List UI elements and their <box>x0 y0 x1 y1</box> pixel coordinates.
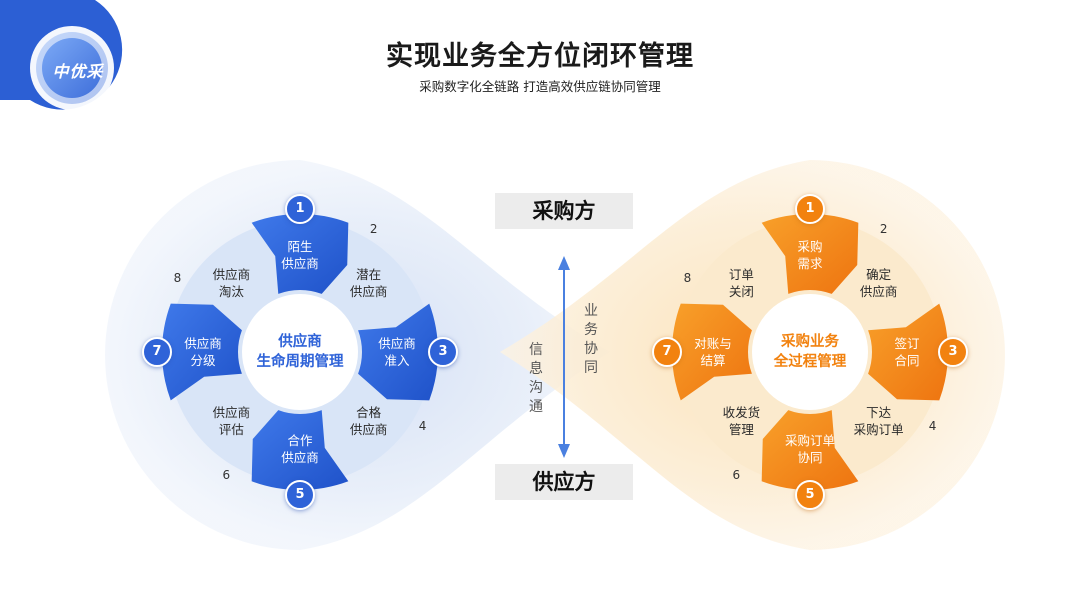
logo: 中优采 <box>0 0 130 120</box>
stage-label-7: 供应商 分级 <box>184 336 222 368</box>
vertical-char: 务 <box>584 322 598 338</box>
vertical-char: 通 <box>529 399 543 415</box>
cycle-center-disk <box>242 294 358 410</box>
cycle-segment-1 <box>761 214 859 294</box>
cycle-segment-3 <box>868 303 948 401</box>
cycle-center-label: 采购业务 全过程管理 <box>773 334 847 370</box>
stage-label-2: 确定 供应商 <box>859 267 898 300</box>
stage-label-2: 潜在 供应商 <box>349 267 388 300</box>
logo-mark-icon <box>0 0 123 110</box>
stage-number-6: 6 <box>222 467 231 482</box>
right-cycle <box>672 214 948 491</box>
buyer-role-box: 采购方 <box>495 193 633 229</box>
stage-label-3: 签订 合同 <box>894 336 920 368</box>
stage-badge-1: 1 <box>795 194 825 224</box>
stage-label-8: 订单 关闭 <box>728 267 754 300</box>
vertical-char: 沟 <box>529 380 543 396</box>
stage-number-2: 2 <box>879 222 888 237</box>
stage-label-6: 供应商 评估 <box>212 404 251 437</box>
stage-number-2: 2 <box>369 222 378 237</box>
stage-badge-5: 5 <box>285 480 315 510</box>
stage-label-8: 供应商 淘汰 <box>212 267 251 300</box>
stage-badge-7: 7 <box>652 337 682 367</box>
stage-number-6: 6 <box>732 467 741 482</box>
stage-label-5: 合作 供应商 <box>281 433 319 465</box>
stage-label-5: 采购订单 协同 <box>784 433 836 465</box>
vertical-char: 业 <box>584 303 598 319</box>
stage-badge-1: 1 <box>285 194 315 224</box>
stage-label-4: 下达 采购订单 <box>853 404 904 437</box>
stage-number-8: 8 <box>683 271 692 286</box>
page-subtitle: 采购数字化全链路 打造高效供应链协同管理 <box>419 79 661 94</box>
stage-number-4: 4 <box>418 418 427 433</box>
two-way-arrow <box>558 256 570 458</box>
cycle-segment-7 <box>162 303 242 401</box>
cycle-segment-7 <box>672 303 752 401</box>
vertical-char: 同 <box>584 360 598 376</box>
stage-label-7: 对账与 结算 <box>694 336 732 368</box>
stage-badge-7: 7 <box>142 337 172 367</box>
cycle-segment-3 <box>358 303 438 401</box>
stage-label-1: 采购 需求 <box>797 239 823 271</box>
stage-label-4: 合格 供应商 <box>349 404 388 437</box>
cycle-segment-1 <box>251 214 349 294</box>
stage-badge-3: 3 <box>938 337 968 367</box>
cycle-segment-5 <box>761 410 859 491</box>
stage-badge-3: 3 <box>428 337 458 367</box>
stage-badge-5: 5 <box>795 480 825 510</box>
left-cycle <box>162 214 438 491</box>
stage-label-6: 收发货 管理 <box>722 404 761 437</box>
info-communication-label: 信息沟通 <box>527 341 545 417</box>
vertical-char: 息 <box>529 361 543 377</box>
vertical-char: 信 <box>529 342 543 358</box>
cycle-segment-5 <box>251 410 349 491</box>
cycle-center-label: 供应商 生命周期管理 <box>256 334 344 370</box>
stage-label-1: 陌生 供应商 <box>281 239 319 271</box>
page-title: 实现业务全方位闭环管理 <box>386 41 694 72</box>
stage-number-4: 4 <box>928 418 937 433</box>
cycle-center-disk <box>752 294 868 410</box>
logo-text: 中优采 <box>52 62 104 81</box>
supplier-role-box: 供应方 <box>495 464 633 500</box>
stage-number-8: 8 <box>173 271 182 286</box>
stage-label-3: 供应商 准入 <box>378 336 416 368</box>
vertical-char: 协 <box>584 341 598 357</box>
business-collaboration-label: 业务协同 <box>582 302 600 378</box>
